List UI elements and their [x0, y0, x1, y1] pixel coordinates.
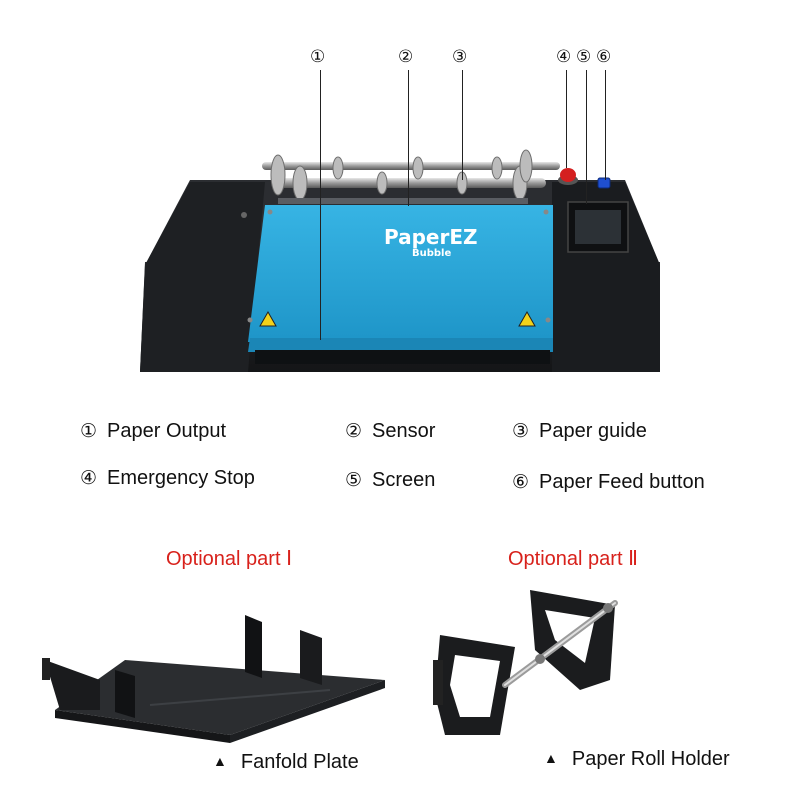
legend-label: Paper Output [107, 420, 227, 442]
warning-sticker-left [259, 310, 277, 327]
legend-item-paper-guide: ③ Paper guide [512, 421, 647, 441]
screw [241, 212, 247, 218]
paper-guide-rod-back [262, 162, 560, 170]
optional-part-1-title: Optional part Ⅰ [166, 548, 292, 570]
legend-item-paper-output: ① Paper Output [80, 421, 226, 441]
paper-roll-holder-image [430, 585, 640, 740]
blue-cover [248, 205, 553, 342]
paper-roll-holder-caption: ▲ Paper Roll Holder [544, 749, 730, 769]
legend-number: ⑥ [512, 471, 530, 493]
callout-5: ⑤ [576, 47, 592, 67]
legend-label: Screen [372, 469, 436, 491]
sensor-bar [278, 198, 528, 204]
triangle-marker-icon: ▲ [213, 753, 227, 769]
leader-line-5 [586, 70, 587, 204]
optional-part-2-title: Optional part Ⅱ [508, 548, 638, 570]
fanfold-plate-image [30, 610, 390, 750]
leader-line-1 [320, 70, 321, 340]
leader-line-4 [566, 70, 567, 168]
legend-item-sensor: ② Sensor [345, 421, 435, 441]
paper-output-slot [255, 350, 550, 364]
fanfold-plate-svg [42, 615, 385, 743]
callout-6: ⑥ [596, 47, 612, 67]
printer-svg: PaperEZ Bubble [140, 149, 660, 372]
screw [247, 317, 253, 323]
callout-2: ② [398, 47, 414, 67]
screw [267, 209, 273, 215]
legend-number: ① [80, 420, 98, 442]
callout-1: ① [310, 47, 326, 67]
paper-feed-button [597, 177, 611, 189]
screen-display [575, 210, 621, 244]
warning-sticker-right [518, 310, 536, 327]
legend-item-paper-feed-button: ⑥ Paper Feed button [512, 472, 705, 492]
fanfold-plate-caption: ▲ Fanfold Plate [213, 752, 359, 772]
model-logo: Bubble [412, 248, 451, 259]
legend-number: ④ [80, 467, 98, 489]
paper-guide-rod-front [278, 178, 546, 188]
legend-item-screen: ⑤ Screen [345, 470, 435, 490]
screw [543, 209, 549, 215]
callout-3: ③ [452, 47, 468, 67]
legend-number: ⑤ [345, 469, 363, 491]
triangle-marker-icon: ▲ [544, 750, 558, 766]
legend-number: ③ [512, 420, 530, 442]
leader-line-6 [605, 70, 606, 180]
screw [545, 317, 551, 323]
caption-label: Paper Roll Holder [571, 748, 730, 770]
legend-label: Sensor [372, 420, 436, 442]
caption-label: Fanfold Plate [240, 751, 359, 773]
blue-lip [248, 338, 553, 352]
legend-label: Emergency Stop [107, 467, 255, 489]
legend-item-emergency-stop: ④ Emergency Stop [80, 468, 255, 488]
leader-line-2 [408, 70, 409, 206]
paper-roll-holder-svg [433, 590, 618, 735]
emergency-stop-button [560, 168, 576, 182]
left-housing [140, 182, 265, 372]
callout-4: ④ [556, 47, 572, 67]
legend-label: Paper Feed button [539, 471, 705, 493]
legend-number: ② [345, 420, 363, 442]
leader-line-3 [462, 70, 463, 180]
legend-label: Paper guide [539, 420, 647, 442]
brand-logo: PaperEZ [384, 225, 478, 249]
machine-illustration: PaperEZ Bubble [140, 149, 660, 372]
